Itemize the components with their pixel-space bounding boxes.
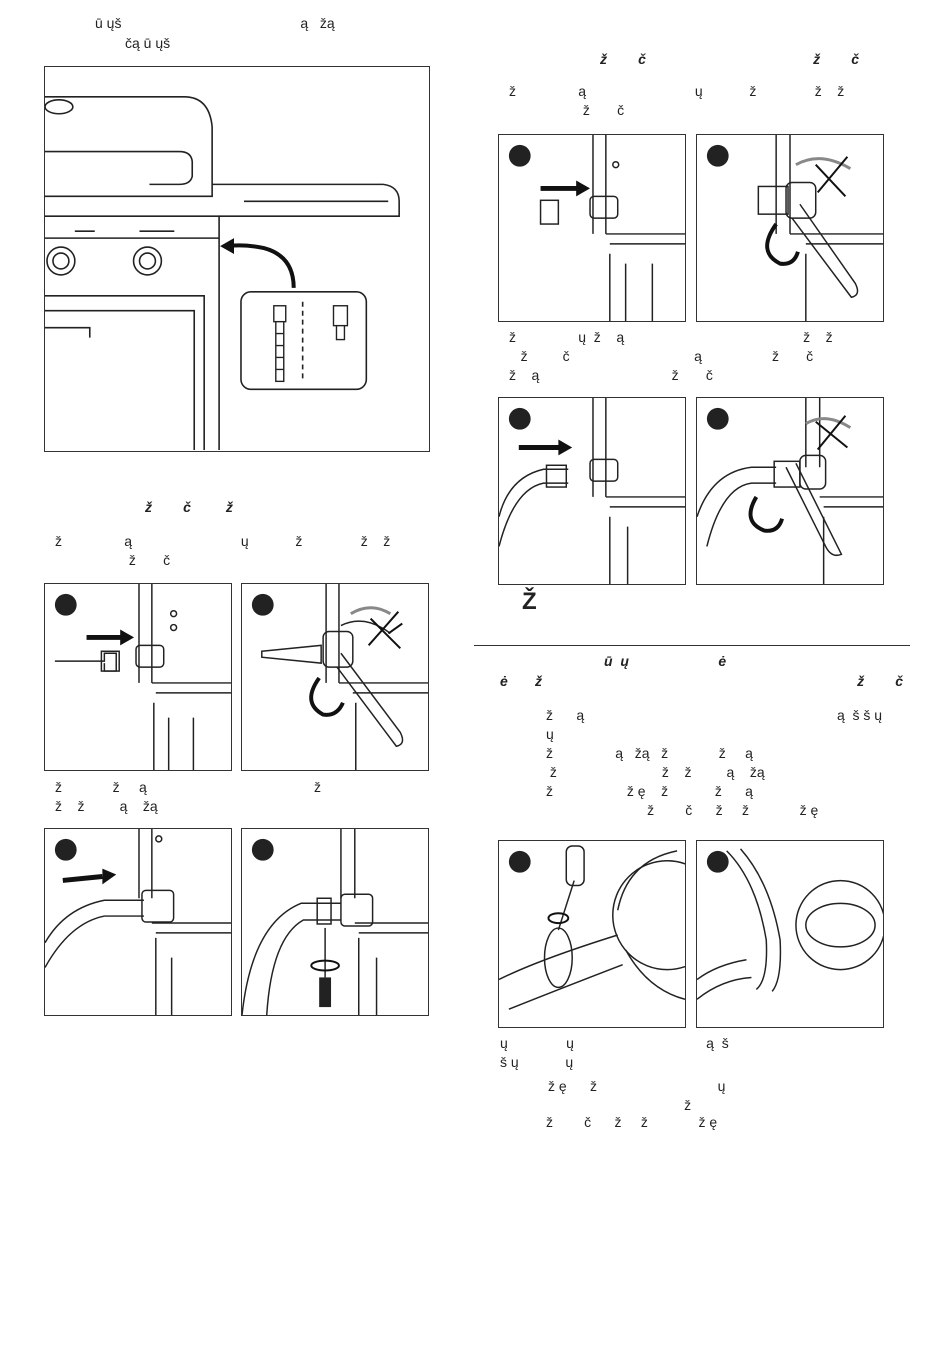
section-heading-3b: ė ž ž č <box>500 673 903 689</box>
caption-row-1: ž ž ą ž ž ž ą žą <box>55 779 322 814</box>
step-figure-hose-nut-wrench <box>696 397 884 585</box>
section-paragraph-2: ž ą ų ž ž ž ž č <box>55 533 391 568</box>
section-paragraph-3: ž ą ą š š ų ų ž ą žą ž ž ą ž ž ž ą žą ž <box>546 707 883 818</box>
section-paragraph-1: ž ą ų ž ž ž ž č <box>509 83 845 118</box>
note-symbol: Ž <box>522 588 537 615</box>
step-figure-wrench-tighten <box>241 583 429 771</box>
step-figure-regulator-pliers <box>696 840 884 1028</box>
grill-diagram <box>44 66 430 452</box>
step-number-circle <box>54 593 77 616</box>
step-figure-adapter-wrench <box>696 134 884 322</box>
intro-line-2: čą ū ųš <box>125 35 171 51</box>
step-figure-adapter-insert <box>498 134 686 322</box>
step-figure-clamp-screwdriver <box>241 828 429 1016</box>
step-figure-valve-fitting <box>44 583 232 771</box>
section-divider <box>474 645 910 646</box>
caption-b: ų ų ą š š ų ų <box>500 1035 729 1070</box>
section-heading-1: ž č ž č <box>600 51 860 67</box>
step-figure-hose-insert <box>44 828 232 1016</box>
caption-c: ž ę ž ų ž <box>548 1078 726 1113</box>
caption-d: ž č ž ž ž ę <box>546 1114 718 1130</box>
section-heading-2: ž č ž <box>145 499 233 515</box>
step-figure-clamp-loosen <box>498 840 686 1028</box>
intro-line-1: ū ųš ą žą <box>95 15 335 31</box>
grill-illustration <box>45 96 400 451</box>
section-heading-3a: ū ų ė <box>604 653 727 669</box>
step-figure-hose-nut-insert <box>498 397 686 585</box>
caption-a: ž ų ž ą ž ž ž č ą ž č ž ą ž <box>509 329 833 383</box>
